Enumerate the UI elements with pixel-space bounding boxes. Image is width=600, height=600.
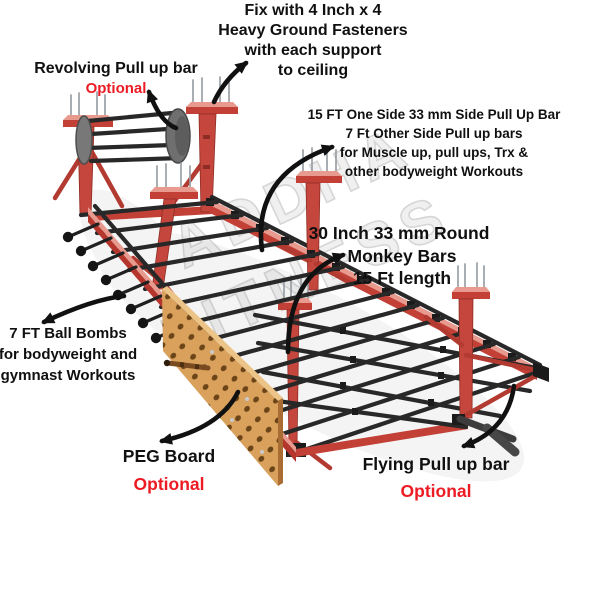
monkey-bars-line: 15 Ft length	[353, 268, 451, 288]
peg-board-peg	[163, 359, 211, 371]
ball-bombs-line: gymnast Workouts	[1, 367, 136, 384]
peg-board-label: PEG Board	[123, 446, 215, 466]
side-bars-line: 15 FT One Side 33 mm Side Pull Up Bar	[308, 107, 562, 122]
side-bars-line: 7 Ft Other Side Pull up bars	[345, 126, 522, 141]
ceiling-fix-line: to ceiling	[278, 62, 348, 79]
arrow-peg-board	[159, 389, 241, 445]
arrow-ceiling-fix	[211, 60, 249, 105]
arrow-flying-bar	[461, 383, 517, 449]
ceiling-fix-line: Fix with 4 Inch x 4	[245, 2, 382, 19]
peg-board-optional: Optional	[134, 474, 205, 494]
arrow-side-pull-up-bars	[258, 144, 335, 253]
annotation-monkey-bars: 30 Inch 33 mm Round Monkey Bars 15 Ft le…	[309, 223, 490, 288]
ball-bombs-line: for bodyweight and	[0, 346, 137, 363]
ceiling-post	[458, 298, 474, 419]
far-crossbeam	[90, 206, 213, 221]
annotation-peg-board: PEG Board Optional	[123, 446, 215, 494]
annotation-revolving-bar: Revolving Pull up bar Optional	[34, 60, 198, 97]
annotation-labels: Fix with 4 Inch x 4 Heavy Ground Fastene…	[0, 2, 561, 501]
near-beam	[296, 421, 468, 457]
far-end-assembly	[52, 76, 238, 221]
monkey-bars-line: Monkey Bars	[348, 246, 457, 266]
flying-bar-optional: Optional	[401, 481, 472, 501]
ceiling-post	[186, 76, 238, 213]
revolving-pull-up-bar	[75, 108, 191, 165]
revolving-bar-label: Revolving Pull up bar	[34, 60, 198, 77]
ceiling-fix-line: Heavy Ground Fasteners	[218, 22, 408, 39]
annotation-flying-bar: Flying Pull up bar Optional	[363, 454, 510, 501]
side-bars-line: other bodyweight Workouts	[345, 164, 523, 179]
peg-board	[162, 286, 283, 486]
right-end-assembly	[423, 262, 549, 419]
ceiling-plate	[150, 187, 198, 192]
arrow-ball-bombs	[41, 293, 127, 325]
side-pull-up-bar-15ft	[209, 194, 543, 368]
ceiling-plate	[296, 171, 342, 176]
flying-bar-label: Flying Pull up bar	[363, 454, 510, 474]
annotation-ball-bombs: 7 FT Ball Bombs for bodyweight and gymna…	[0, 325, 137, 384]
rail-end-cap	[533, 362, 549, 382]
ball-bombs-line: 7 FT Ball Bombs	[9, 325, 127, 342]
side-bars-line: for Muscle up, pull ups, Trx &	[340, 145, 529, 160]
revolving-disc	[75, 115, 93, 165]
ceiling-post	[277, 146, 355, 291]
annotation-side-pull-up-bars: 15 FT One Side 33 mm Side Pull Up Bar 7 …	[308, 107, 562, 179]
arrow-revolving-bar	[146, 89, 179, 131]
arrow-monkey-bars	[285, 252, 346, 355]
ceiling-plate	[186, 102, 238, 107]
ceiling-fix-line: with each support	[244, 42, 383, 59]
revolving-bar-optional: Optional	[86, 80, 147, 97]
annotation-ceiling-fix: Fix with 4 Inch x 4 Heavy Ground Fastene…	[218, 2, 408, 79]
ceiling-plate	[452, 287, 490, 292]
annotation-arrows	[41, 60, 517, 449]
monkey-bars-line: 30 Inch 33 mm Round	[309, 223, 490, 243]
